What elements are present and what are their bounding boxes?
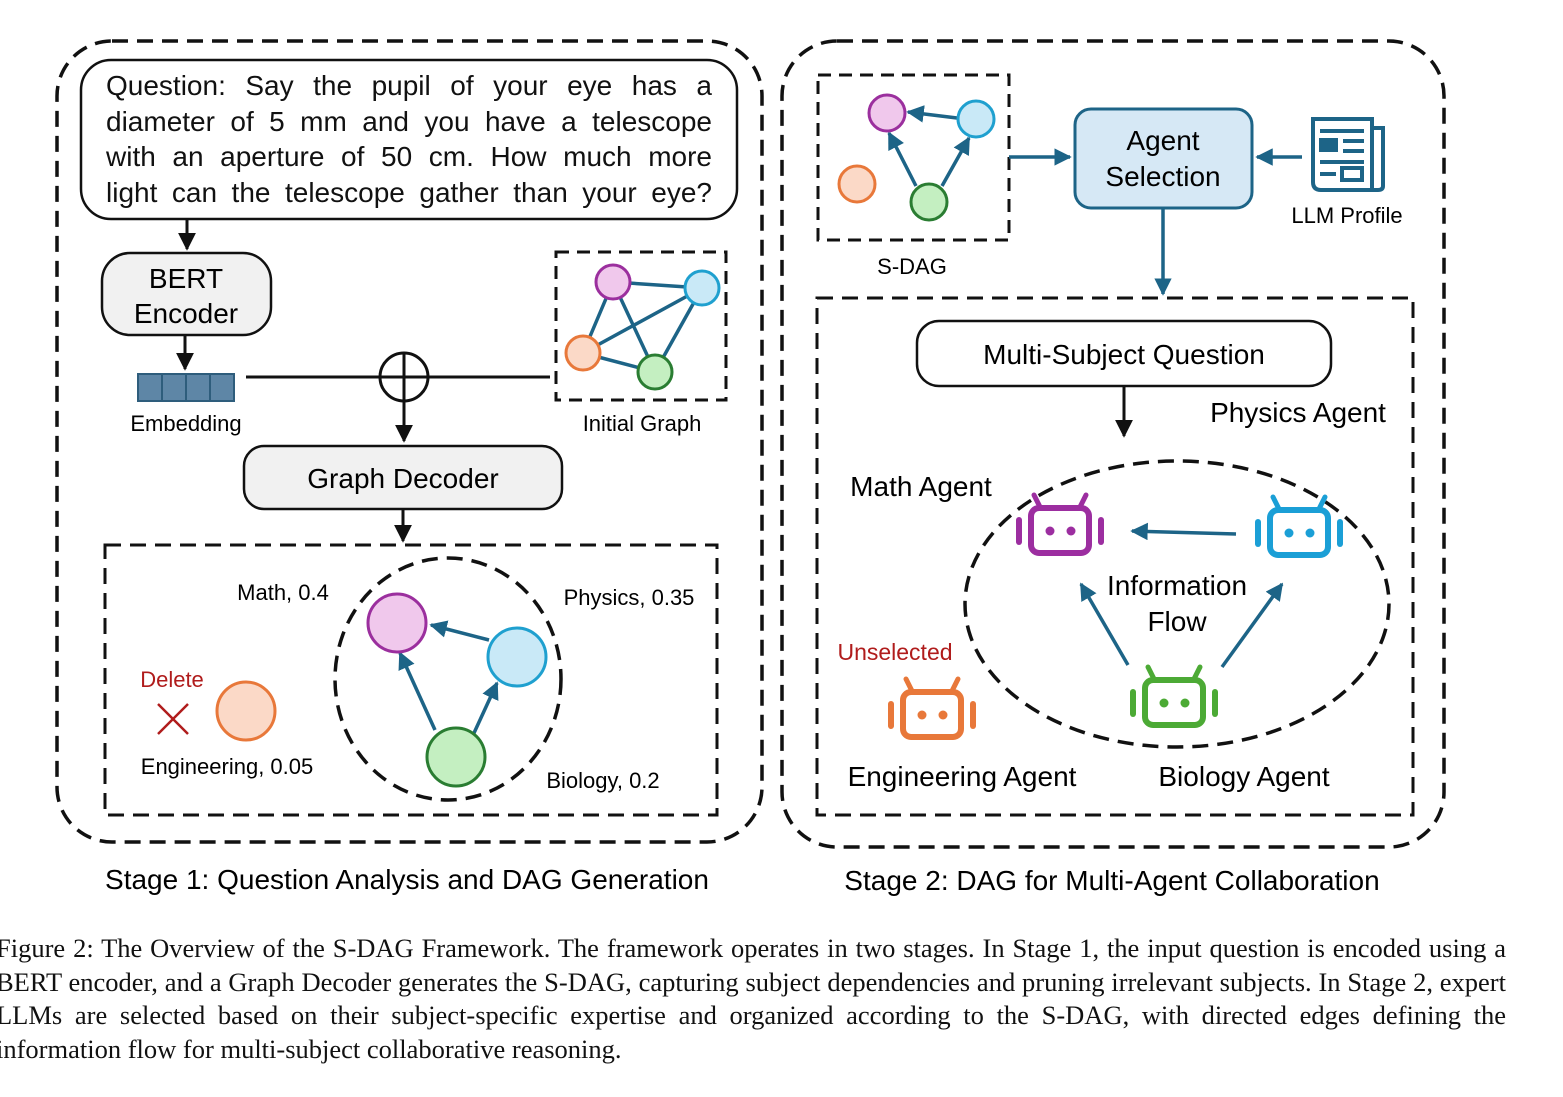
dag-edges	[398, 620, 499, 734]
agent-selection-label-1: Agent	[1126, 125, 1199, 156]
engineering-score-label: Engineering, 0.05	[141, 754, 313, 779]
question-text: Question: Say the pupil of your eye has …	[106, 68, 712, 210]
question-line: Question: Say the pupil of your eye has …	[106, 70, 712, 101]
agent-selection-label-2: Selection	[1105, 161, 1220, 192]
stage2-title: Stage 2: DAG for Multi-Agent Collaborati…	[844, 865, 1379, 896]
bert-encoder-label-2: Encoder	[134, 298, 238, 329]
robot-icon-math	[1016, 492, 1104, 556]
sdag-mini-edges	[887, 105, 971, 187]
dag-node-math	[366, 592, 428, 654]
math-score-label: Math, 0.4	[237, 580, 329, 605]
dag-node-physics	[486, 626, 548, 688]
sdag-node-biology	[909, 182, 949, 222]
multi-subject-question-label: Multi-Subject Question	[983, 339, 1265, 370]
stage1-title: Stage 1: Question Analysis and DAG Gener…	[105, 864, 709, 895]
physics-score-label: Physics, 0.35	[564, 585, 695, 610]
selected-subjects-ellipse	[333, 556, 563, 802]
figure-caption-text: Figure 2: The Overview of the S-DAG Fram…	[0, 933, 1506, 1064]
agent-flow-edges	[1079, 522, 1284, 669]
figure-caption: Figure 2: The Overview of the S-DAG Fram…	[0, 932, 1506, 1066]
embedding-label: Embedding	[130, 411, 241, 436]
engineering-agent-label: Engineering Agent	[848, 761, 1077, 792]
initial-graph-label: Initial Graph	[583, 411, 702, 436]
question-line: with an aperture of 50 cm. How much more	[106, 141, 712, 172]
physics-agent-label: Physics Agent	[1210, 397, 1386, 428]
graph-decoder-label: Graph Decoder	[307, 463, 498, 494]
initial-node-engineering	[564, 334, 602, 372]
stage2-panel	[780, 39, 1446, 849]
sdag-node-math	[867, 93, 907, 133]
question-line: diameter of 5 mm and you have a telescop…	[106, 105, 712, 137]
dag-node-engineering	[215, 680, 277, 742]
sdag-mini-box	[816, 73, 1011, 242]
question-line: light can the telescope gather than your…	[106, 176, 712, 208]
biology-score-label: Biology, 0.2	[546, 768, 659, 793]
sdag-node-physics	[956, 99, 996, 139]
llm-profile-label: LLM Profile	[1291, 203, 1402, 228]
initial-node-biology	[636, 353, 674, 391]
multi-agent-box	[815, 296, 1415, 817]
dag-node-biology	[425, 726, 487, 788]
robot-icon-engineering	[888, 676, 976, 740]
stage1-panel	[55, 39, 764, 844]
embedding-vector	[137, 373, 235, 402]
math-agent-label: Math Agent	[850, 471, 992, 502]
robot-icon-biology	[1130, 664, 1218, 728]
llm-profile-icon	[1311, 117, 1385, 192]
agent-selection-box	[1073, 107, 1254, 210]
initial-node-physics	[683, 269, 721, 307]
initial-node-math	[594, 263, 632, 301]
info-flow-label-2: Flow	[1147, 606, 1207, 637]
sdag-label: S-DAG	[877, 254, 947, 279]
biology-agent-label: Biology Agent	[1158, 761, 1329, 792]
initial-graph-box	[554, 250, 728, 402]
sdag-node-engineering	[837, 164, 877, 204]
question-box	[79, 58, 739, 221]
delete-x-icon	[157, 703, 189, 735]
delete-label: Delete	[140, 667, 204, 692]
concat-plus-icon	[378, 351, 430, 403]
unselected-label: Unselected	[837, 639, 952, 665]
bert-encoder-label-1: BERT	[149, 263, 223, 294]
generated-dag-box	[103, 543, 719, 817]
info-flow-label-1: Information	[1107, 570, 1247, 601]
selected-agents-ellipse	[963, 459, 1391, 749]
robot-icon-physics	[1255, 494, 1343, 558]
